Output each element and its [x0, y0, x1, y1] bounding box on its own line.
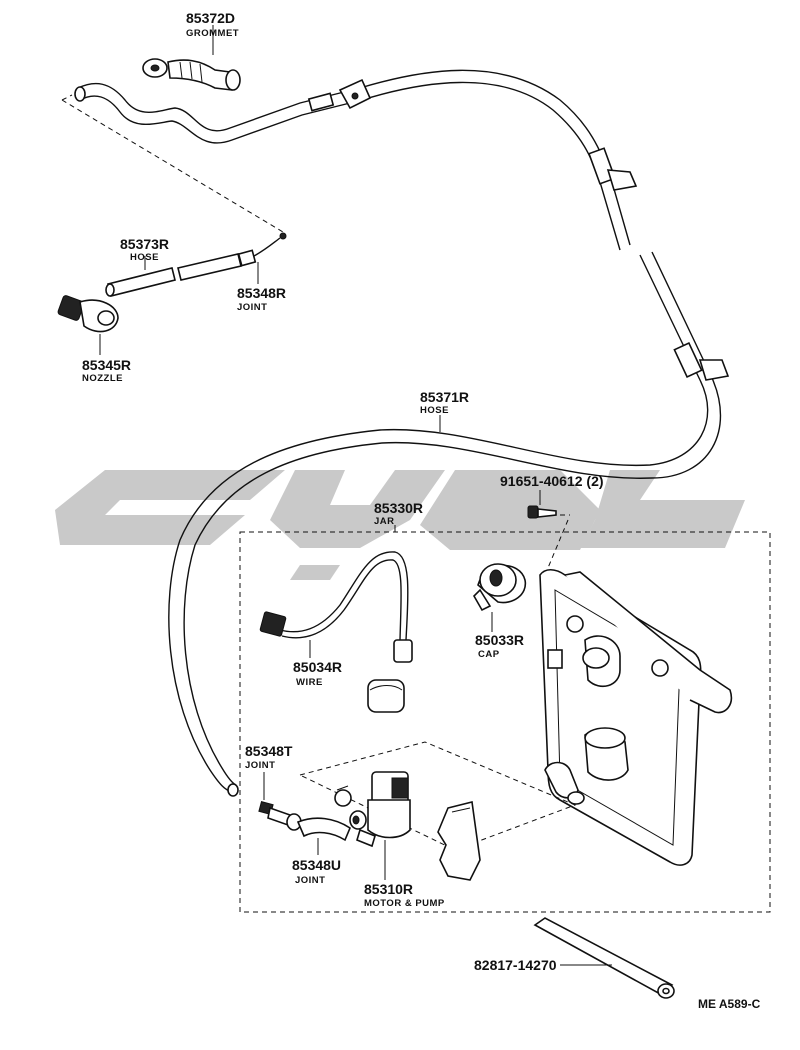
cap-85033r	[473, 563, 527, 632]
label-joint-t-number: 85348T	[245, 743, 293, 759]
label-cap-name: CAP	[478, 649, 500, 660]
label-screw-number: 91651-40612 (2)	[500, 473, 604, 489]
label-joint-u-number: 85348U	[292, 857, 341, 873]
label-hose-short-name: HOSE	[130, 252, 159, 263]
label-joint-t-name: JOINT	[245, 760, 275, 771]
label-wire-number: 85034R	[293, 659, 342, 675]
label-joint-upper-name: JOINT	[237, 302, 267, 313]
diagram-code: ME A589-C	[698, 997, 761, 1011]
tube-82817	[533, 917, 675, 999]
label-wire-name: WIRE	[296, 677, 323, 688]
rubber-boot	[367, 679, 405, 713]
label-motor-name: MOTOR & PUMP	[364, 898, 445, 909]
leader-dashed-1	[61, 99, 284, 233]
motor-pump-85310r	[334, 771, 411, 880]
label-joint-u-name: JOINT	[295, 875, 325, 886]
nozzle-85345r	[57, 295, 119, 355]
joint-85348u	[296, 817, 351, 855]
wire-85034r	[259, 551, 413, 663]
jar-group-outline	[239, 531, 771, 913]
label-hose-long-number: 85371R	[420, 389, 469, 405]
label-nozzle-name: NOZZLE	[82, 373, 123, 384]
watermark	[55, 470, 745, 580]
grommet-85372d	[142, 25, 241, 91]
label-cap-number: 85033R	[475, 632, 524, 648]
label-tube-number: 82817-14270	[474, 957, 557, 973]
label-joint-upper-number: 85348R	[237, 285, 286, 301]
label-hose-short-number: 85373R	[120, 236, 169, 252]
label-jar-number: 85330R	[374, 500, 423, 516]
jar-85330r	[539, 568, 733, 866]
hose-85373r	[105, 253, 242, 297]
screw-91651	[527, 490, 570, 576]
label-jar-name: JAR	[374, 516, 395, 527]
label-grommet-name: GROMMET	[186, 28, 239, 39]
joint-85348r	[237, 232, 287, 284]
hose-85371r	[74, 69, 730, 797]
label-grommet-number: 85372D	[186, 10, 235, 26]
leader-dashed-2	[61, 94, 73, 101]
bracket-pad	[437, 801, 481, 881]
joint-85348t	[258, 772, 302, 831]
label-motor-number: 85310R	[364, 881, 413, 897]
label-hose-long-name: HOSE	[420, 405, 449, 416]
label-nozzle-number: 85345R	[82, 357, 131, 373]
